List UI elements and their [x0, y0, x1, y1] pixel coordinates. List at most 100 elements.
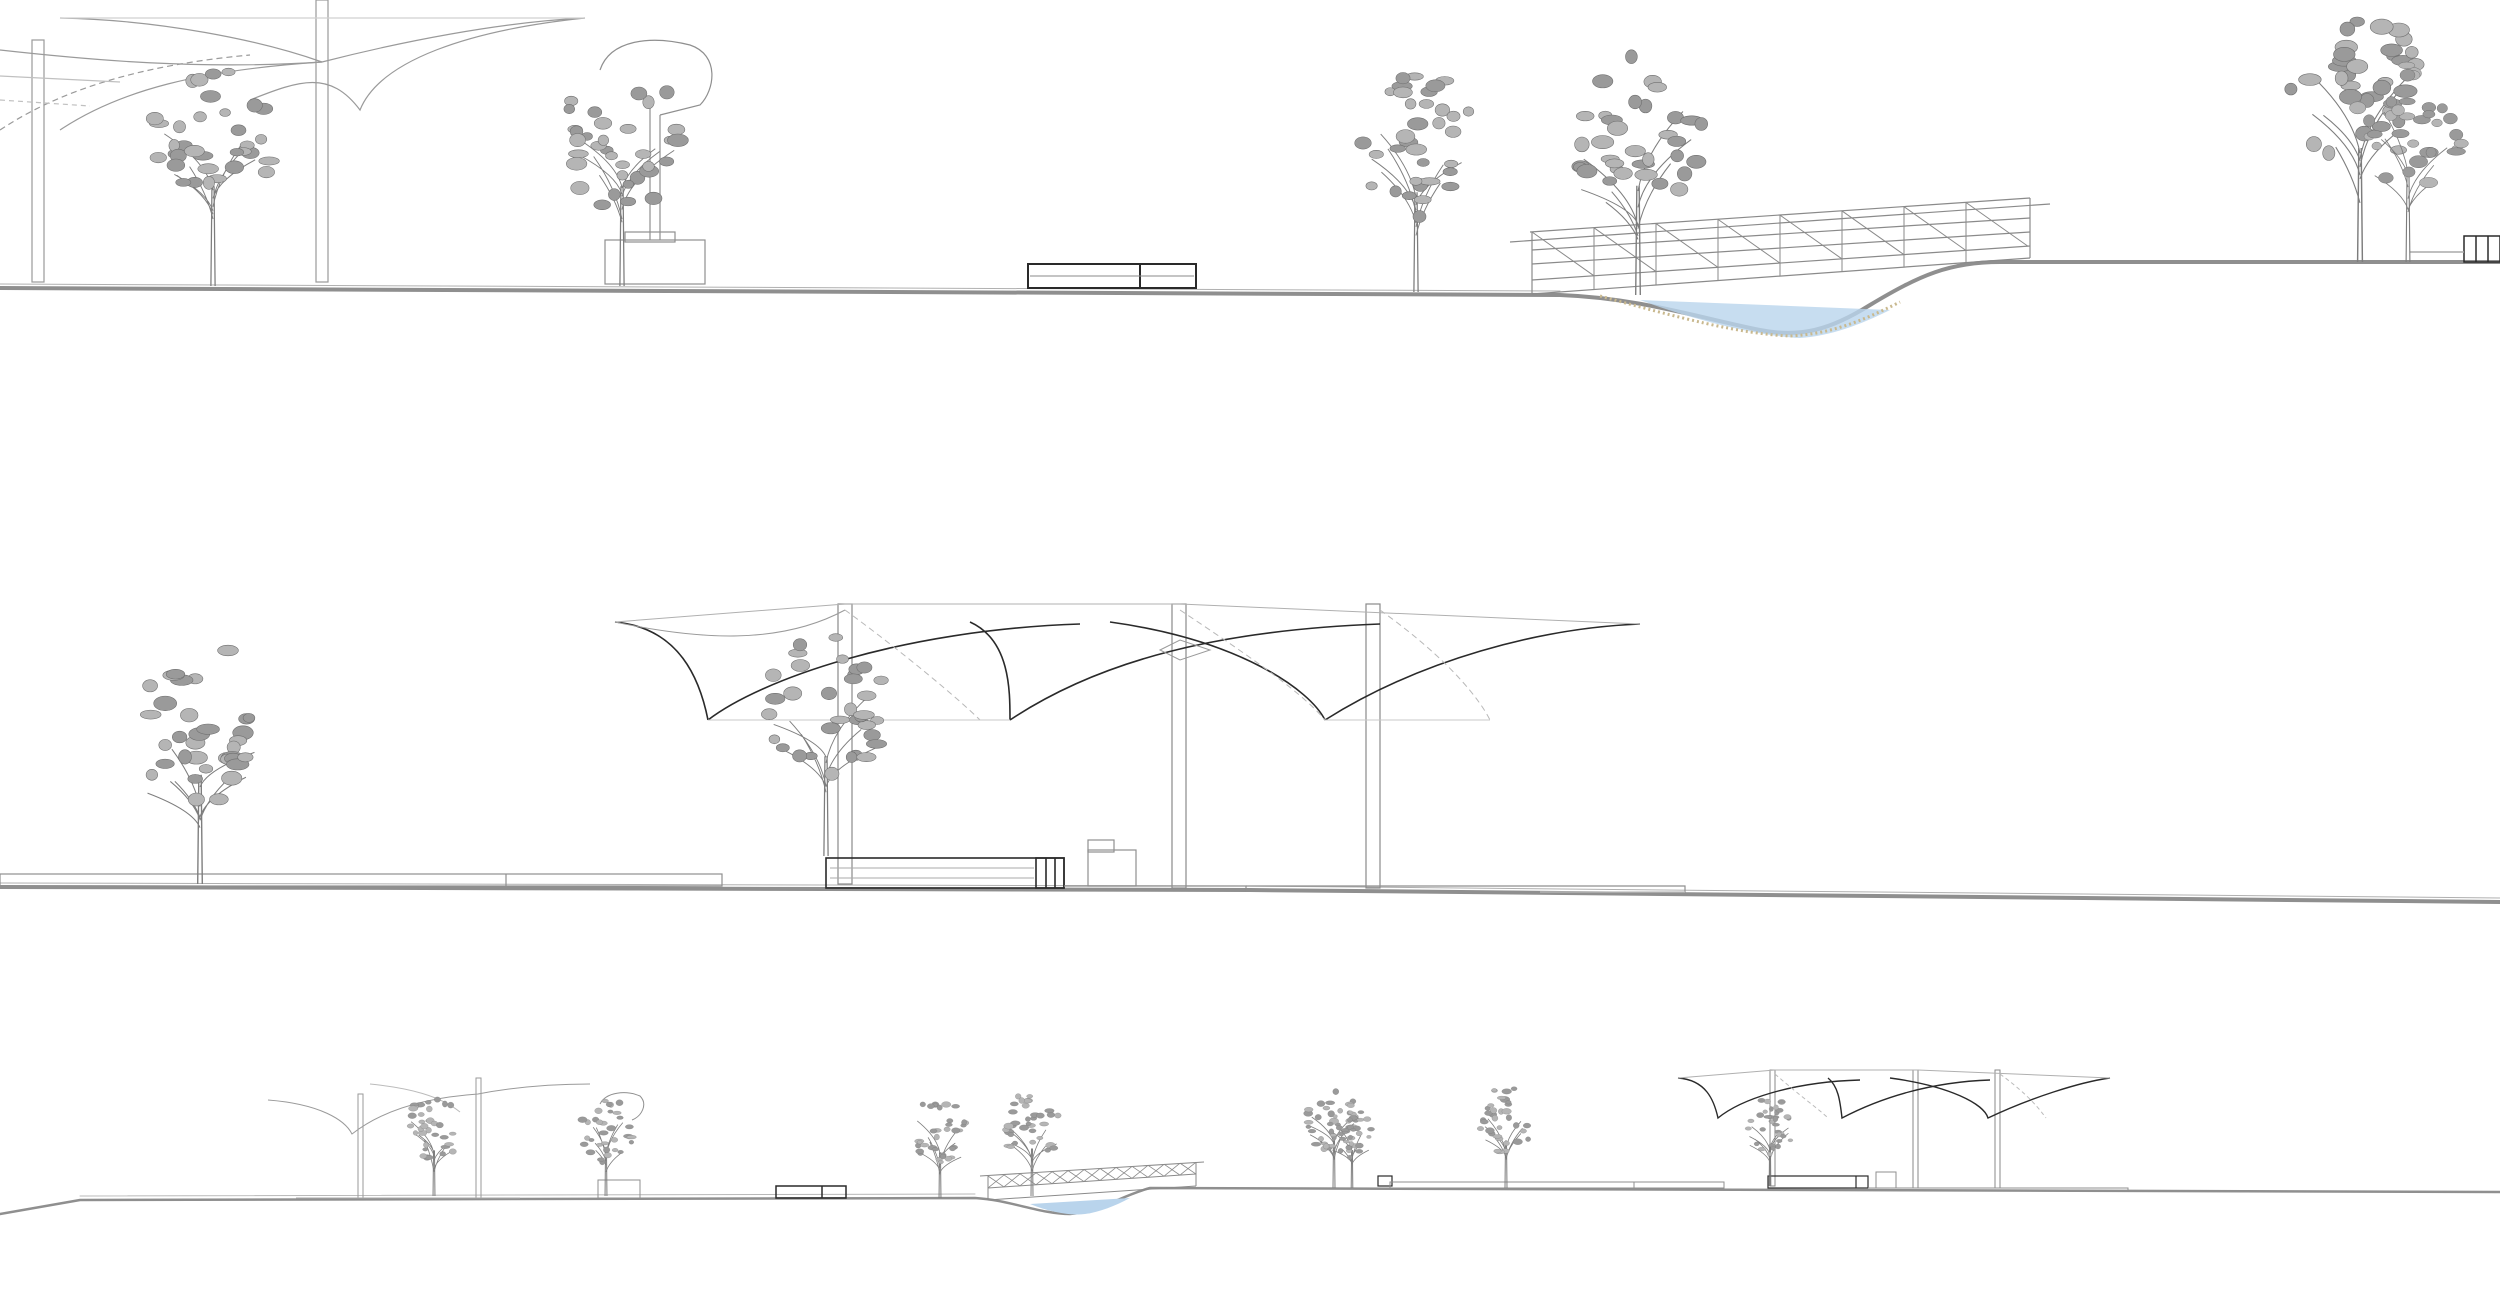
leaf-cluster [1029, 1139, 1037, 1145]
leaf-cluster [873, 675, 889, 685]
leaf-cluster [563, 104, 575, 114]
tree [914, 1101, 970, 1199]
leaf-cluster [2425, 147, 2437, 158]
planter-wall [1389, 1181, 1725, 1189]
leaf-cluster [2371, 121, 2391, 132]
leaf-cluster [931, 1147, 940, 1152]
leaf-cluster [1775, 1143, 1781, 1150]
bridge-brace [987, 1174, 1005, 1189]
leaf-cluster [449, 1148, 457, 1155]
leaf-cluster [1780, 1134, 1787, 1139]
leaf-cluster [1670, 149, 1684, 163]
leaf-cluster [597, 134, 609, 146]
leaf-cluster [2305, 136, 2322, 152]
leaf-cluster [417, 1112, 425, 1117]
leaf-cluster [844, 702, 858, 716]
leaf-cluster [1613, 167, 1633, 180]
leaf-cluster [615, 160, 630, 169]
paved-plaza [1868, 1187, 2129, 1192]
leaf-cluster [1389, 144, 1406, 153]
tree [563, 85, 689, 287]
canopy-post [315, 0, 329, 283]
tree [145, 67, 280, 287]
tree [1354, 72, 1475, 293]
leaf-cluster [436, 1122, 444, 1129]
leaf-cluster [820, 722, 841, 735]
leaf-cluster [856, 752, 877, 762]
leaf-cluster [594, 1107, 603, 1114]
leaf-cluster [217, 644, 239, 657]
leaf-cluster [1634, 168, 1658, 181]
leaf-cluster [1491, 1114, 1499, 1122]
leaf-cluster [1036, 1112, 1045, 1119]
leaf-cluster [1493, 1148, 1502, 1154]
leaf-cluster [444, 1142, 454, 1147]
leaf-cluster [2367, 130, 2383, 139]
leaf-cluster [1316, 1100, 1326, 1107]
leaf-cluster [585, 1149, 596, 1156]
leaf-cluster [608, 188, 621, 201]
leaf-cluster [595, 1119, 604, 1125]
bridge-brace [1593, 227, 1657, 290]
bridge-brace [1179, 1161, 1197, 1176]
leaf-cluster [606, 1125, 617, 1132]
leaf-cluster [919, 1101, 926, 1108]
bench [1377, 1175, 1393, 1187]
leaf-cluster [407, 1112, 417, 1119]
leaf-cluster [615, 1099, 624, 1106]
leaf-cluster [593, 117, 613, 130]
leaf-cluster [1776, 1139, 1783, 1143]
leaf-cluster [1624, 145, 1646, 158]
leaf-cluster [158, 739, 172, 751]
leaf-cluster [1003, 1122, 1014, 1130]
tree [1477, 1086, 1531, 1189]
tree [1571, 49, 1708, 296]
leaf-cluster [601, 1098, 609, 1104]
tree [1002, 1093, 1062, 1197]
leaf-cluster [1480, 1119, 1489, 1125]
leaf-cluster [1347, 1103, 1355, 1108]
leaf-cluster [610, 1137, 618, 1143]
leaf-cluster [145, 112, 164, 126]
leaf-cluster [420, 1123, 429, 1130]
leaf-cluster [1686, 155, 1707, 169]
leaf-cluster [949, 1146, 956, 1152]
leaf-cluster [1333, 1114, 1338, 1119]
leaf-cluster [1412, 210, 1427, 223]
leaf-cluster [142, 679, 158, 693]
leaf-cluster [940, 1153, 946, 1160]
leaf-cluster [857, 720, 876, 730]
leaf-cluster [1010, 1101, 1019, 1107]
leaf-cluster [1446, 110, 1461, 122]
leaf-cluster [1329, 1133, 1337, 1137]
leaf-cluster [237, 752, 254, 763]
leaf-cluster [1667, 135, 1687, 147]
planter-wall [0, 873, 723, 887]
bridge-brace [1531, 231, 1595, 294]
leaf-cluster [857, 690, 877, 701]
pedestrian-bridge [1509, 197, 2051, 295]
leaf-cluster [1404, 98, 1417, 110]
leaf-cluster [1505, 1100, 1512, 1105]
tree [406, 1096, 457, 1197]
leaf-cluster [828, 633, 844, 642]
leaf-cluster [2334, 70, 2349, 86]
leaf-cluster [1025, 1116, 1031, 1122]
leaf-cluster [1605, 158, 1625, 169]
leaf-cluster [941, 1101, 952, 1108]
leaf-cluster [598, 1130, 609, 1136]
leaf-cluster [408, 1105, 419, 1112]
leaf-cluster [569, 133, 586, 147]
leaf-cluster [2380, 43, 2403, 57]
leaf-cluster [1328, 1143, 1336, 1148]
leaf-cluster [2443, 112, 2458, 125]
leaf-cluster [1413, 195, 1432, 205]
tree [1744, 1098, 1794, 1187]
leaf-cluster [920, 1142, 929, 1148]
bench [1767, 1175, 1869, 1189]
leaf-cluster [1347, 1154, 1353, 1160]
leaf-cluster [943, 1126, 951, 1132]
leaf-cluster [961, 1119, 967, 1126]
bridge-brace [1841, 210, 1905, 272]
leaf-cluster [1395, 72, 1411, 85]
